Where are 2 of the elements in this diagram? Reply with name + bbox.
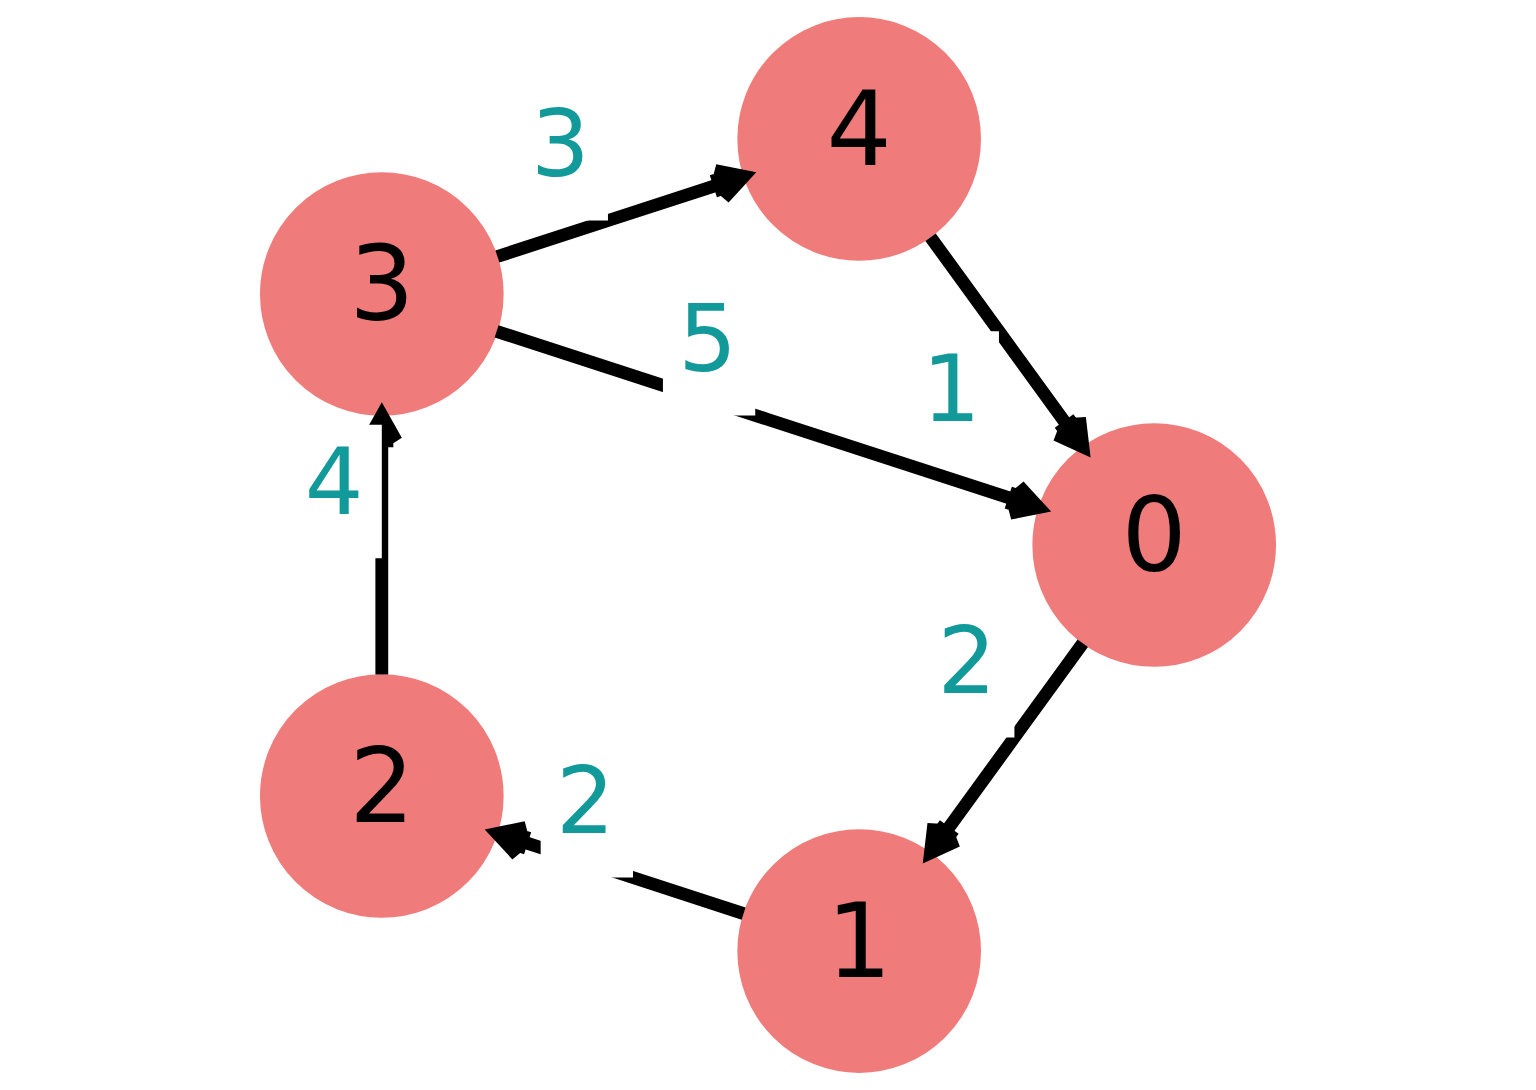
edge-label: 4: [304, 428, 364, 537]
edge-label: 2: [937, 607, 997, 716]
